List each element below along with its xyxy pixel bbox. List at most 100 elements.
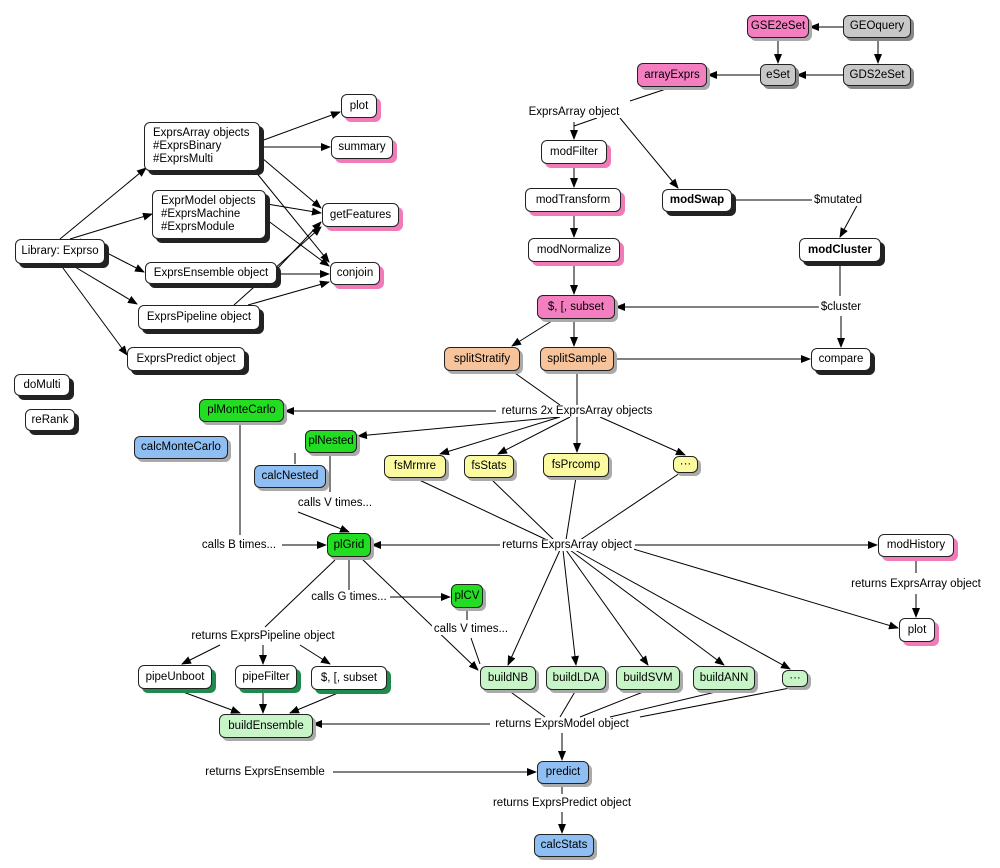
exprspredict-object-node: ExprsPredict object [127,347,245,371]
node-label: plot [349,99,369,112]
gds2eset-node: GDS2eSet [843,64,911,86]
node-label: splitSample [547,352,607,365]
node-label: modCluster [808,243,872,256]
calcnested-node: calcNested [254,465,326,488]
plot-top-node: plot [341,94,377,118]
edge-line [839,199,861,238]
edge-line [562,549,579,666]
exprmodel-objects-node: ExprModel objects #ExprsMachine #ExprsMo… [152,190,266,239]
gse2eset-node: GSE2eSet [747,15,809,38]
edge-line [233,226,322,306]
label-returns-ensemble: returns ExprsEnsemble [203,766,327,778]
edge-line [357,416,561,440]
edge-line [254,170,330,263]
label-mutated: $mutated [812,194,864,206]
subset-bottom-node: $, [, subset [311,666,387,690]
node-label: plMonteCarlo [207,404,276,416]
edge-line [69,212,153,240]
node-label: fsMrmre [393,460,437,472]
node-label: plNested [308,435,354,447]
edge-line [266,203,322,216]
exprsensemble-object-node: ExprsEnsemble object [145,262,277,284]
modswap-node: modSwap [662,189,732,212]
node-label: conjoin [336,267,374,279]
edge-line [573,117,598,127]
node-label: buildNB [487,671,529,684]
label-calls-b: calls B times... [199,539,279,551]
edge-line [470,637,481,665]
edge-line [439,416,561,456]
build-more-node: ··· [782,670,808,687]
node-label: calcMonteCarlo [141,441,221,453]
edge-lines [59,23,920,834]
edge-line [261,157,322,209]
edge-line [489,477,555,541]
node-label: plot [907,623,927,636]
edge-line [507,689,546,718]
compare-node: compare [811,348,871,371]
fs-more-node: ··· [673,456,698,473]
node-label: plCV [454,589,480,602]
edge-line [511,318,556,347]
edge-line [599,416,686,456]
node-label: pipeFilter [242,670,290,683]
domulti-node: doMulti [14,374,70,396]
fsstats-node: fsStats [464,455,514,478]
label-returns-exprsarray-history: returns ExprsArray object [849,578,983,590]
eset-node: eSet [760,64,796,86]
node-label: fsPrcomp [551,458,601,471]
label-calls-v-cv: calls V times... [431,623,511,635]
plmontecarlo-node: plMonteCarlo [199,399,284,422]
node-label: compare [818,353,864,365]
pipefilter-node: pipeFilter [235,665,297,689]
edge-line [297,511,350,533]
buildsvm-node: buildSVM [616,666,680,690]
node-label: ExprsPredict object [136,352,236,365]
edge-line [181,644,221,665]
node-label: plGrid [333,538,365,551]
edge-line [579,689,649,718]
edge-line [569,549,725,666]
edge-line [619,117,679,189]
node-label: calcNested [261,470,319,482]
node-label: pipeUnboot [145,670,205,683]
edge-line [59,263,128,356]
edge-line [266,219,330,267]
predict-node: predict [537,761,589,784]
buildnb-node: buildNB [480,666,536,690]
splitsample-node: splitSample [540,347,614,371]
edge-line [565,476,577,541]
node-label: splitStratify [453,352,511,365]
edge-line [497,416,571,455]
summary-node: summary [331,136,393,159]
subset-top-node: $, [, subset [537,295,615,319]
edge-line [609,689,725,718]
buildann-node: buildANN [693,666,755,690]
node-label: doMulti [23,378,61,391]
edge-line [639,686,796,718]
edge-line [247,280,330,306]
pipeunboot-node: pipeUnboot [138,665,212,689]
plcv-node: plCV [451,584,483,608]
edge-line [289,689,346,714]
node-label: GSE2eSet [750,20,806,32]
node-label: Library: Exprso [21,245,99,257]
node-label: $, [, subset [320,671,378,684]
node-label: buildANN [699,671,749,684]
node-label: GDS2eSet [849,68,905,81]
plnested-node: plNested [305,430,357,453]
edge-line [264,559,336,628]
node-label: $, [, subset [547,300,605,313]
rerank-node: reRank [25,409,75,431]
library-node: Library: Exprso [15,239,105,264]
edge-line [69,263,138,305]
node-label: predict [545,766,581,778]
label-returns-predict: returns ExprsPredict object [490,797,634,809]
modhistory-node: modHistory [878,534,954,557]
edge-line [629,86,673,102]
edge-line [174,688,241,714]
exprsarray-objects-node: ExprsArray objects #ExprsBinary #ExprsMu… [144,122,260,171]
node-label: getFeatures [329,208,392,221]
